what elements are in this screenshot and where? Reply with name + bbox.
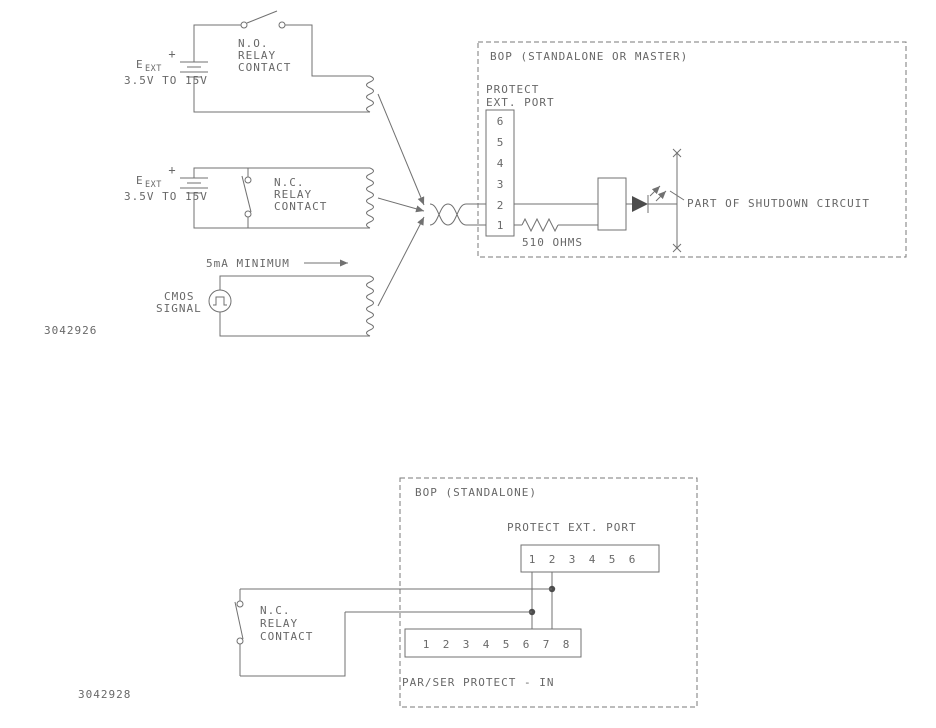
pin8-8: 8 — [563, 638, 570, 651]
no-relay-label-3: CONTACT — [238, 61, 291, 74]
pin-5: 5 — [497, 136, 504, 149]
pin8-5: 5 — [503, 638, 510, 651]
twisted-pair-icon — [429, 203, 486, 226]
figure1-external-protect-diagram: + E EXT 3.5V TO 15V N.O. RELAY CONTACT — [44, 10, 907, 337]
pin-4: 4 — [497, 157, 504, 170]
pin-1: 1 — [497, 219, 504, 232]
figure2-standalone-diagram: BOP (STANDALONE) PROTECT EXT. PORT 1 2 3… — [78, 477, 698, 708]
pin6-3: 3 — [569, 553, 576, 566]
shutdown-circuit-stub — [669, 148, 685, 253]
battery1-sub-label: EXT — [145, 64, 162, 74]
nc-relay2-label-1: N.C. — [260, 604, 291, 617]
nc-relay-contact-icon — [241, 168, 252, 228]
battery1-name-label: E — [136, 58, 144, 71]
protect-ext-port-connector-6pin: 1 2 3 4 5 6 — [520, 544, 660, 573]
twist-coil-icon — [366, 275, 374, 337]
battery2-name-label: E — [136, 174, 144, 187]
protect-ext-port-connector: 6 5 4 3 2 1 — [485, 109, 515, 237]
nc-relay-label-2: RELAY — [274, 188, 312, 201]
no-relay-contact-icon — [240, 10, 286, 29]
battery1-range-label: 3.5V TO 15V — [124, 74, 208, 87]
wire — [193, 193, 370, 229]
pin8-7: 7 — [543, 638, 550, 651]
protect-port-label-2: EXT. PORT — [486, 96, 555, 109]
wire — [193, 24, 241, 62]
protect-port-label-1: PROTECT — [486, 83, 539, 96]
pin8-4: 4 — [483, 638, 490, 651]
bop-standalone-box: BOP (STANDALONE) PROTECT EXT. PORT 1 2 3… — [399, 477, 698, 708]
nc-relay2-label-3: CONTACT — [260, 630, 313, 643]
cmos-label-2: SIGNAL — [156, 302, 202, 315]
nc-relay2-label-2: RELAY — [260, 617, 298, 630]
figure2-number: 3042928 — [78, 688, 131, 701]
wire — [240, 612, 346, 677]
bop-master-title: BOP (STANDALONE OR MASTER) — [490, 50, 688, 63]
nc-relay-label-3: CONTACT — [274, 200, 327, 213]
resistor-value-label: 510 OHMS — [522, 236, 583, 249]
par-ser-protect-connector-8pin: 1 2 3 4 5 6 7 8 — [404, 628, 582, 658]
resistor-icon — [521, 217, 559, 233]
pin8-6: 6 — [523, 638, 530, 651]
wire — [219, 275, 370, 290]
battery1-plus-label: + — [168, 47, 175, 61]
wire — [285, 24, 370, 77]
optocoupler-led-icon — [626, 185, 677, 213]
shutdown-circuit-label: PART OF SHUTDOWN CIRCUIT — [687, 197, 870, 210]
bop-standalone-title: BOP (STANDALONE) — [415, 486, 537, 499]
battery2-range-label: 3.5V TO 15V — [124, 190, 208, 203]
component-box — [597, 177, 627, 231]
par-ser-protect-label: PAR/SER PROTECT - IN — [402, 676, 554, 689]
twist-coil-icon — [366, 167, 374, 229]
current-minimum-label: 5mA MINIMUM — [206, 257, 290, 270]
battery2-sub-label: EXT — [145, 180, 162, 190]
pin-6: 6 — [497, 115, 504, 128]
pin-3: 3 — [497, 178, 504, 191]
nc-relay-circuit: + E EXT 3.5V TO 15V N.C. RELAY CONTACT — [124, 163, 374, 229]
wire — [193, 77, 370, 113]
pin6-6: 6 — [629, 553, 636, 566]
no-relay-label-1: N.O. — [238, 37, 269, 50]
pin6-5: 5 — [609, 553, 616, 566]
pin6-1: 1 — [529, 553, 536, 566]
pin8-1: 1 — [423, 638, 430, 651]
wire — [219, 312, 370, 337]
no-relay-circuit: + E EXT 3.5V TO 15V N.O. RELAY CONTACT — [124, 10, 374, 113]
twist-coil-icon — [366, 75, 374, 113]
pin-2: 2 — [497, 199, 504, 212]
nc-relay-external: N.C. RELAY CONTACT — [234, 588, 552, 677]
pin8-2: 2 — [443, 638, 450, 651]
pin8-3: 3 — [463, 638, 470, 651]
pin6-2: 2 — [549, 553, 556, 566]
converging-arrows — [377, 93, 425, 307]
figure1-number: 3042926 — [44, 324, 97, 337]
nc-relay-contact-icon — [234, 589, 244, 676]
bop-master-box: BOP (STANDALONE OR MASTER) PROTECT EXT. … — [477, 41, 907, 258]
cmos-label-1: CMOS — [164, 290, 195, 303]
cmos-circuit: 5mA MINIMUM CMOS SIGNAL — [156, 257, 374, 337]
battery2-plus-label: + — [168, 163, 175, 177]
protect-ext-port-label: PROTECT EXT. PORT — [507, 521, 637, 534]
cmos-source-icon — [208, 289, 232, 313]
wire — [193, 167, 370, 178]
nc-relay-label-1: N.C. — [274, 176, 305, 189]
no-relay-label-2: RELAY — [238, 49, 276, 62]
pin6-4: 4 — [589, 553, 596, 566]
